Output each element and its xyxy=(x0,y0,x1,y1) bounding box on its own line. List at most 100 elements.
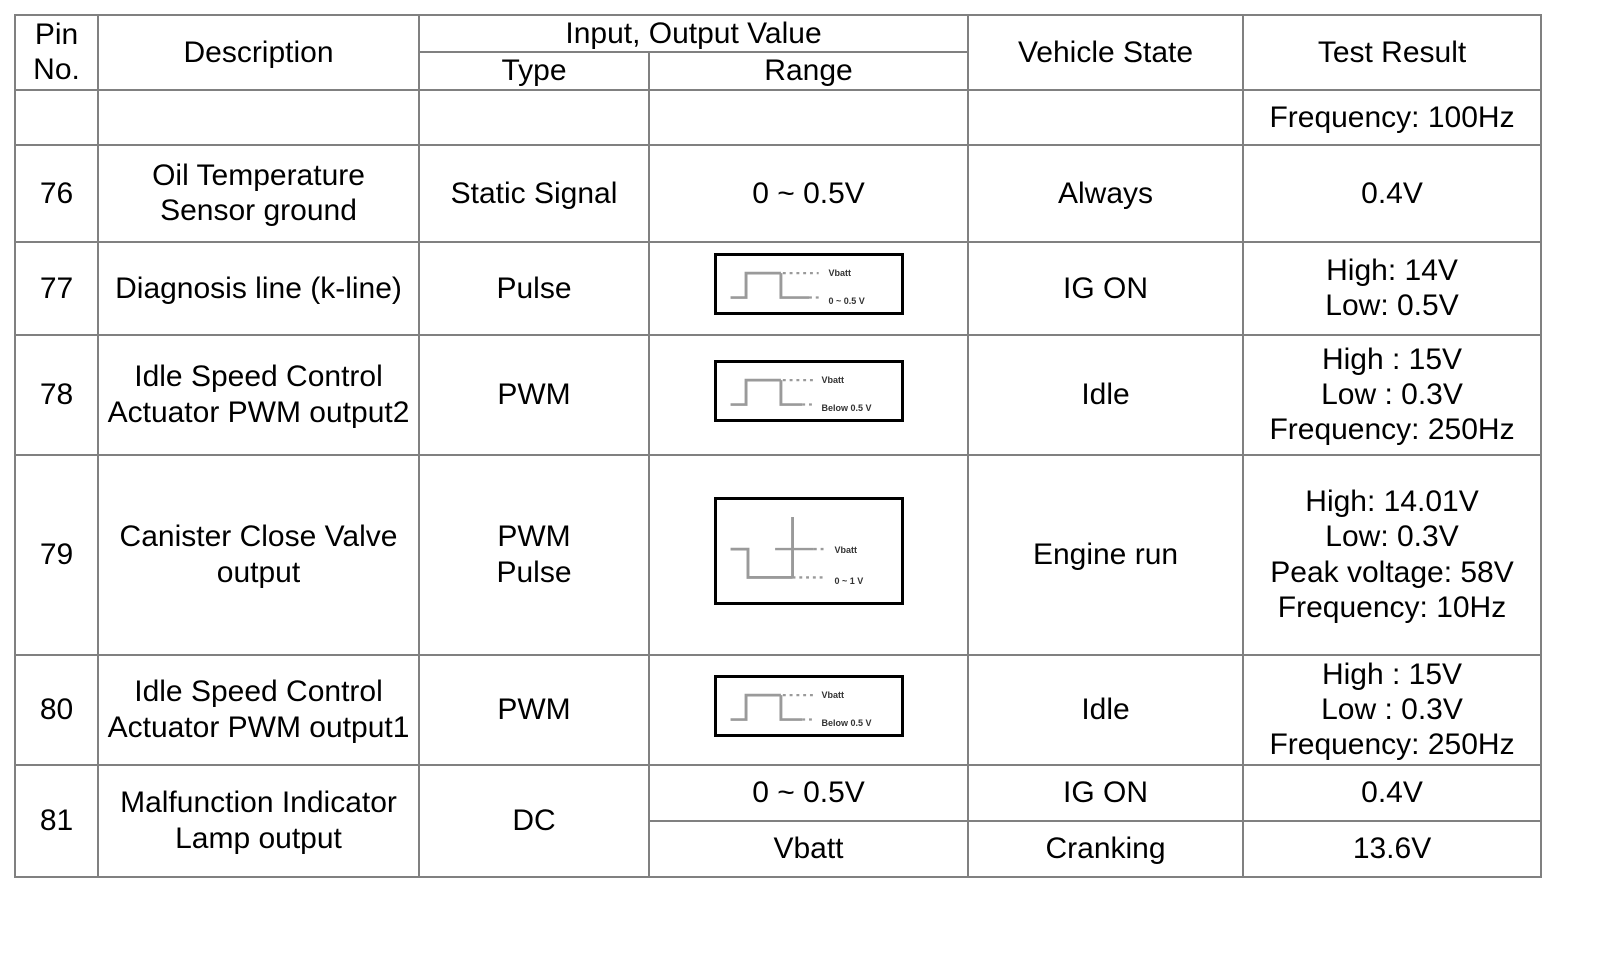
waveform-top-label: Vbatt xyxy=(821,374,845,385)
waveform-figure-pulse-high: Vbatt 0 ~ 0.5 V xyxy=(713,253,904,316)
pin-no-line2: No. xyxy=(33,53,80,87)
cell-vehicle-state: Cranking xyxy=(967,819,1245,878)
description-line: Actuator PWM output2 xyxy=(107,395,410,429)
description-line: output xyxy=(216,555,301,589)
cell-description: Malfunction Indicator Lamp output xyxy=(97,763,420,878)
description-line: Sensor ground xyxy=(160,194,357,228)
column-header-type: Type xyxy=(418,51,650,91)
waveform-top-label: Vbatt xyxy=(828,268,852,279)
table-row: 78 Idle Speed Control Actuator PWM outpu… xyxy=(14,333,1543,456)
cell-vehicle-state: Idle xyxy=(967,653,1245,766)
cell-description: Idle Speed Control Actuator PWM output2 xyxy=(97,333,420,456)
test-result-line: High: 14V xyxy=(1326,253,1458,287)
table-row: Vbatt Cranking 13.6V xyxy=(15,819,1543,878)
description-line: Lamp output xyxy=(175,821,342,855)
cell-vehicle-state: IG ON xyxy=(967,240,1245,336)
column-header-vehicle-state: Vehicle State xyxy=(967,14,1245,91)
test-result-line: Frequency: 250Hz xyxy=(1269,728,1515,762)
waveform-svg xyxy=(730,693,814,721)
cell-test-result: High: 14V Low: 0.5V xyxy=(1242,240,1543,336)
cell-pin-no xyxy=(14,88,99,146)
cell-description: Diagnosis line (k-line) xyxy=(97,240,420,336)
table-row: 81 Malfunction Indicator Lamp output DC … xyxy=(14,763,1543,878)
cell-pin-no: 78 xyxy=(14,333,99,456)
waveform-top-label: Vbatt xyxy=(821,689,845,700)
cell-type: PWM xyxy=(418,333,650,456)
cell-type: PWM xyxy=(418,653,650,766)
cell-type: Static Signal xyxy=(418,143,650,243)
cell-test-result: 13.6V xyxy=(1242,819,1543,878)
cell-pin-no: 77 xyxy=(14,240,99,336)
cell-vehicle-state: Engine run xyxy=(967,453,1245,656)
test-result-line: Peak voltage: 58V xyxy=(1270,555,1514,589)
cell-description xyxy=(97,88,420,146)
table-row: Frequency: 100Hz xyxy=(14,88,1543,146)
waveform-bottom-label: Below 0.5 V xyxy=(821,402,872,413)
description-line: Oil Temperature xyxy=(152,158,365,192)
cell-range: 0 ~ 0.5V xyxy=(647,143,970,243)
cell-test-result: 0.4V xyxy=(1242,143,1543,243)
test-result-line: 0.4V xyxy=(1361,176,1423,210)
cell-range: 0 ~ 0.5V xyxy=(647,763,970,822)
column-header-test-result: Test Result xyxy=(1242,14,1543,91)
waveform-svg xyxy=(730,378,814,406)
table-body: Frequency: 100Hz 76 Oil Temperature Sens… xyxy=(14,88,1543,878)
cell-test-result: High: 14.01V Low: 0.3V Peak voltage: 58V… xyxy=(1242,453,1543,656)
cell-description: Canister Close Valve output xyxy=(97,453,420,656)
description-line: Idle Speed Control xyxy=(134,675,383,709)
column-header-description: Description xyxy=(97,14,420,91)
cell-range: Vbatt Below 0.5 V xyxy=(647,653,970,766)
cell-vehicle-state xyxy=(967,88,1245,146)
waveform-figure-pulse-low-spike: Vbatt 0 ~ 1 V xyxy=(713,496,904,605)
cell-type: DC xyxy=(418,763,650,878)
cell-pin-no: 79 xyxy=(14,453,99,656)
cell-range: Vbatt xyxy=(647,819,970,878)
table-row: 76 Oil Temperature Sensor ground Static … xyxy=(14,143,1543,243)
waveform-bottom-label: 0 ~ 1 V xyxy=(834,575,864,586)
waveform-svg xyxy=(730,271,819,299)
pin-no-line1: Pin xyxy=(34,18,79,51)
type-line: PWM xyxy=(497,520,571,554)
waveform-figure-pulse-high: Vbatt Below 0.5 V xyxy=(713,359,904,422)
column-header-pin-no: Pin No. xyxy=(14,14,99,91)
test-result-line: Frequency: 100Hz xyxy=(1269,100,1515,134)
waveform-bottom-label: 0 ~ 0.5 V xyxy=(828,296,865,307)
test-result-line: High: 14.01V xyxy=(1305,485,1479,518)
test-result-line: Frequency: 10Hz xyxy=(1277,591,1507,625)
cell-test-result: 0.4V xyxy=(1242,763,1543,822)
ecu-pin-specification-table: Pin No. Description Input, Output Value … xyxy=(14,13,1543,878)
description-line: Idle Speed Control xyxy=(134,360,383,394)
description-line: Canister Close Valve xyxy=(119,520,398,554)
type-line: Pulse xyxy=(496,555,572,589)
test-result-line: Low: 0.3V xyxy=(1325,520,1459,554)
waveform-svg xyxy=(730,516,825,579)
test-result-line: Low : 0.3V xyxy=(1321,378,1463,412)
waveform-figure-pulse-high: Vbatt Below 0.5 V xyxy=(713,674,904,737)
test-result-line: Low : 0.3V xyxy=(1321,693,1463,727)
cell-pin-no: 76 xyxy=(14,143,99,243)
cell-type: PWM Pulse xyxy=(418,453,650,656)
waveform-top-label: Vbatt xyxy=(834,544,858,555)
cell-range: Vbatt 0 ~ 0.5 V xyxy=(647,240,970,336)
waveform-bottom-label: Below 0.5 V xyxy=(821,717,872,728)
test-result-line: High : 15V xyxy=(1321,657,1463,691)
cell-vehicle-state: Always xyxy=(967,143,1245,243)
test-result-line: High : 15V xyxy=(1321,342,1463,376)
test-result-line: Frequency: 250Hz xyxy=(1269,413,1515,447)
cell-vehicle-state: Idle xyxy=(967,333,1245,456)
cell-pin-no: 80 xyxy=(14,653,99,766)
cell-test-result: High : 15V Low : 0.3V Frequency: 250Hz xyxy=(1242,653,1543,766)
cell-pin-no: 81 xyxy=(14,763,99,878)
cell-vehicle-state: IG ON xyxy=(967,763,1245,822)
description-line: Actuator PWM output1 xyxy=(107,710,410,744)
table-row: 79 Canister Close Valve output PWM Pulse xyxy=(14,453,1543,656)
cell-range: Vbatt 0 ~ 1 V xyxy=(647,453,970,656)
cell-test-result: High : 15V Low : 0.3V Frequency: 250Hz xyxy=(1242,333,1543,456)
table-row: 77 Diagnosis line (k-line) Pulse Vbatt 0… xyxy=(14,240,1543,336)
cell-type xyxy=(418,88,650,146)
test-result-line: Low: 0.5V xyxy=(1325,289,1459,323)
cell-description: Idle Speed Control Actuator PWM output1 xyxy=(97,653,420,766)
header-row-2: Type Range xyxy=(15,51,1541,91)
cell-range: Vbatt Below 0.5 V xyxy=(647,333,970,456)
